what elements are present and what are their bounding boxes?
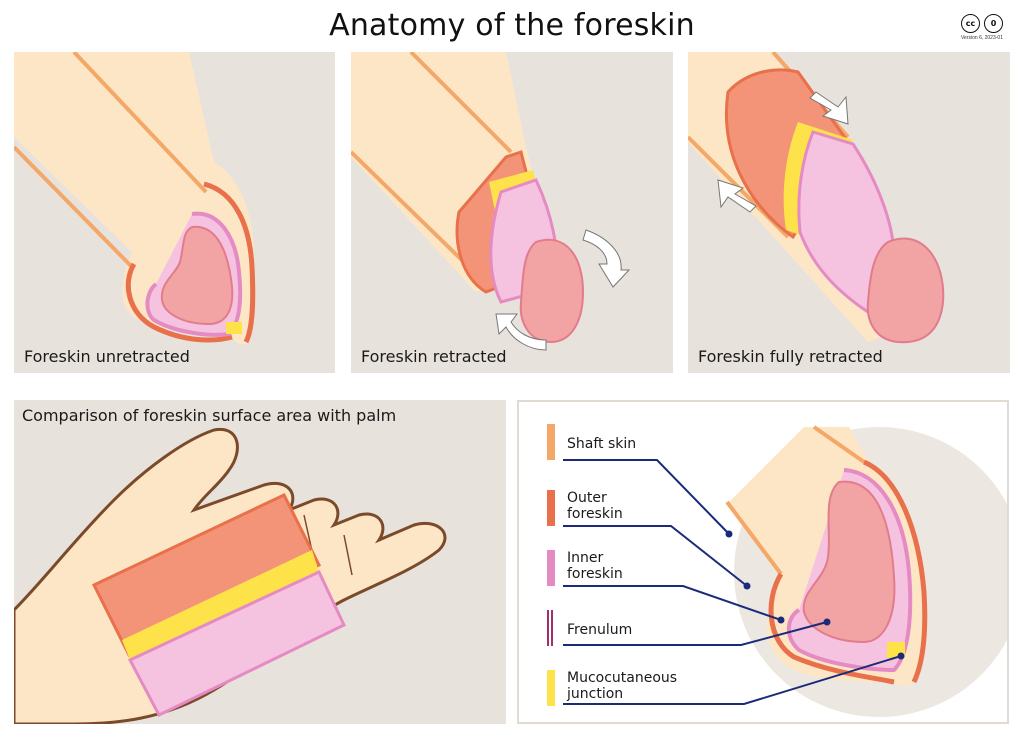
legend-label-shaft-skin: Shaft skin [567,436,637,452]
legend-panel: Shaft skin Outer foreskin Inner foreskin… [517,400,1009,724]
fully-retracted-illustration [688,52,945,344]
palm-illustration [14,427,447,724]
caption-unretracted: Foreskin unretracted [24,347,190,366]
leader-lines [563,459,902,705]
caption-fully-retracted: Foreskin fully retracted [698,347,883,366]
legend-label-inner-foreskin: Inner foreskin [567,550,623,582]
version-label: Version 6, 2023-01 [961,35,1003,41]
legend-swatch-inner-foreskin [547,550,555,586]
legend-swatch-frenulum [547,610,553,646]
panel-retracted: Foreskin retracted [351,52,673,373]
legend-label-outer-foreskin: Outer foreskin [567,490,623,522]
retracted-illustration [351,52,631,351]
cross-section-illustration [563,425,1007,717]
license-badges: cc 0 [954,14,1010,33]
unretracted-illustration [14,52,256,345]
panel-palm-comparison: Comparison of foreskin surface area with… [14,400,506,724]
legend-label-mucocutaneous-junction: Mucocutaneous junction [567,670,678,702]
legend-label-frenulum: Frenulum [567,622,633,638]
license-block: cc 0 Version 6, 2023-01 [954,14,1010,41]
caption-palm: Comparison of foreskin surface area with… [22,406,397,425]
panel-unretracted: Foreskin unretracted [14,52,335,373]
legend-swatch-mucocutaneous [547,670,555,706]
cc-icon: cc [961,14,980,33]
page-title: Anatomy of the foreskin [329,8,695,43]
caption-retracted: Foreskin retracted [361,347,507,366]
legend-swatch-shaft-skin [547,424,555,460]
panel-fully-retracted: Foreskin fully retracted [688,52,1010,373]
legend-swatch-outer-foreskin [547,490,555,526]
public-domain-icon: 0 [984,14,1003,33]
